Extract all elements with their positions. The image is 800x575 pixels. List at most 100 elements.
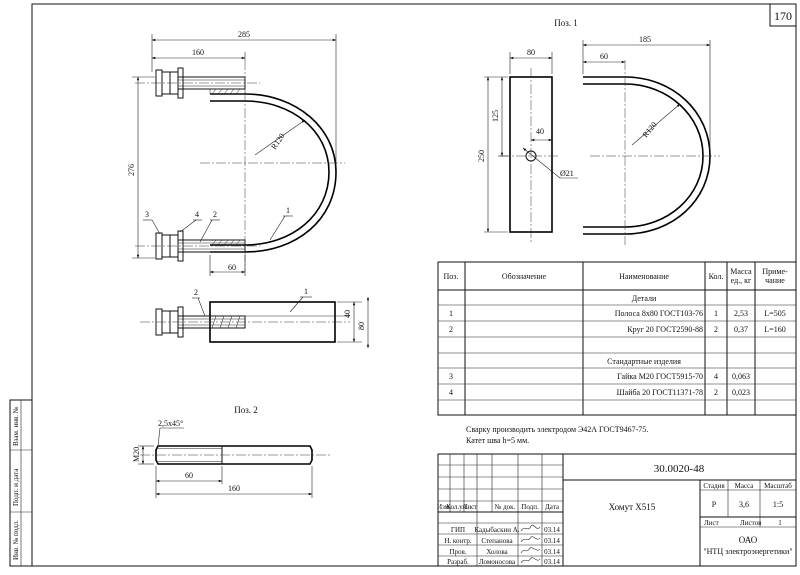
change-header: № док. xyxy=(495,503,516,511)
scale-label: Масштаб xyxy=(764,482,792,490)
change-header: Дата xyxy=(545,503,560,511)
pos1-dim-40: 40 xyxy=(536,127,544,136)
spec-header-designation: Обозначение xyxy=(502,272,547,281)
person: Степанова xyxy=(481,537,513,545)
assembly-plan-view: 40 80 2 1 xyxy=(140,287,370,349)
person: Ломоносова xyxy=(479,558,516,566)
table-row: 1 Полоса 8х80 ГОСТ103-76 1 2,53 L=505 xyxy=(449,309,786,318)
stage-value: Р xyxy=(712,500,717,509)
mass-value: 3,6 xyxy=(739,500,749,509)
mass-label: Масса xyxy=(735,482,755,490)
row-mass: 0,063 xyxy=(732,372,750,381)
row-pos: 1 xyxy=(449,309,453,318)
date: 03.14 xyxy=(544,558,560,566)
dim-80-plan: 80 xyxy=(357,322,366,330)
side-stamp-sign: Подп. и дата xyxy=(12,468,20,506)
row-name: Полоса 8х80 ГОСТ103-76 xyxy=(615,309,703,318)
row-qty: 2 xyxy=(714,388,718,397)
signature-mark xyxy=(520,536,541,543)
pos2-chamfer: 2,5х45° xyxy=(158,419,183,428)
assembly-front-view: 285 160 276 R120 60 3 4 2 1 xyxy=(127,30,345,276)
row-mass: 0,37 xyxy=(734,325,748,334)
role: ГИП xyxy=(451,526,465,534)
spec-header-name: Наименование xyxy=(619,272,669,281)
row-name: Шайба 20 ГОСТ11371-78 xyxy=(617,388,703,397)
signature-mark xyxy=(520,524,541,532)
side-stamp-inv: Инв. № подл. xyxy=(12,520,20,560)
sheet-label: Лист xyxy=(704,519,719,527)
person: Кадыбаскин А. xyxy=(474,526,519,534)
spec-section-standard: Стандартные изделия xyxy=(607,357,681,366)
change-header: Подп. xyxy=(521,503,539,511)
spec-table: Поз. Обозначение Наименование Кол. Масса… xyxy=(437,261,797,416)
dim-60-assembly: 60 xyxy=(228,263,236,272)
spec-header-pos: Поз. xyxy=(444,272,459,281)
spec-header-qty: Кол. xyxy=(709,272,724,281)
plan-callout-1: 1 xyxy=(304,287,308,296)
table-row: 3 Гайка М20 ГОСТ5915-70 4 0,063 xyxy=(449,372,750,381)
pos1-flat-view: 80 40 125 250 Ø21 xyxy=(477,48,578,242)
dim-40-plan: 40 xyxy=(343,310,352,318)
pos1-dim-60: 60 xyxy=(600,52,608,61)
table-row: 2 Круг 20 ГОСТ2590-88 2 0,37 L=160 xyxy=(449,325,786,334)
document-code: 30.0020-48 xyxy=(654,463,705,475)
role: Разраб. xyxy=(447,558,469,566)
row-mass: 0,023 xyxy=(732,388,750,397)
pos2-dim-60: 60 xyxy=(185,471,193,480)
dim-160: 160 xyxy=(192,48,204,57)
row-note: L=505 xyxy=(764,309,785,318)
document-name: Хомут Х515 xyxy=(609,502,656,512)
row-mass: 2,53 xyxy=(734,309,748,318)
table-row: 4 Шайба 20 ГОСТ11371-78 2 0,023 xyxy=(449,388,750,397)
side-stamp: Инв. № подл. Подп. и дата Взам. инв. № xyxy=(9,399,33,567)
pos2-thread: M20 xyxy=(132,447,141,462)
change-header: Кол.уч. xyxy=(446,503,468,511)
signature-mark xyxy=(520,547,541,554)
dim-276: 276 xyxy=(127,164,136,176)
signature-row: Разраб. Ломоносова 03.14 xyxy=(447,557,560,566)
role: Пров. xyxy=(449,548,466,556)
date: 03.14 xyxy=(544,548,560,556)
pos2-rod-view: 2,5х45° M20 60 160 xyxy=(132,419,330,498)
row-qty: 4 xyxy=(714,372,718,381)
row-note: L=160 xyxy=(764,325,785,334)
row-pos: 2 xyxy=(449,325,453,334)
callout-4: 4 xyxy=(195,210,199,219)
row-qty: 1 xyxy=(714,309,718,318)
change-header-row: Изм. Кол.уч. Лист № док. Подп. Дата xyxy=(437,503,560,511)
side-stamp-replace: Взам. инв. № xyxy=(12,406,20,446)
dim-285: 285 xyxy=(238,30,250,39)
signature-row: Пров. Холова 03.14 xyxy=(449,547,560,556)
sheet-number: 170 xyxy=(774,9,792,23)
pos1-dim-185: 185 xyxy=(639,35,651,44)
org-line-1: ОАО xyxy=(739,535,758,545)
pos1-bent-view: 185 60 R120 xyxy=(582,35,720,245)
plan-callout-2: 2 xyxy=(194,288,198,297)
spec-header-note: Приме-чание xyxy=(762,267,788,285)
row-name: Гайка М20 ГОСТ5915-70 xyxy=(617,372,703,381)
change-header: Изм. xyxy=(437,503,451,511)
note-weld-leg: Катет шва h=5 мм. xyxy=(466,436,529,445)
person: Холова xyxy=(486,548,508,556)
sheet-frame xyxy=(31,3,797,567)
signature-mark xyxy=(520,557,541,564)
pos2-title: Поз. 2 xyxy=(234,405,258,415)
pos1-dim-250: 250 xyxy=(477,150,486,162)
change-header: Лист xyxy=(463,503,478,511)
sheet-number-box: 170 xyxy=(769,3,797,27)
date: 03.14 xyxy=(544,526,560,534)
signature-row: Н. контр. Степанова 03.14 xyxy=(444,536,560,545)
pos1-dim-r120: R120 xyxy=(641,120,659,139)
pos1-dim-80: 80 xyxy=(527,48,535,57)
date: 03.14 xyxy=(544,537,560,545)
callout-3: 3 xyxy=(145,210,149,219)
row-name: Круг 20 ГОСТ2590-88 xyxy=(627,325,703,334)
role: Н. контр. xyxy=(444,537,471,545)
sheets-label: Листов xyxy=(740,519,762,527)
pos2-dim-160: 160 xyxy=(228,484,240,493)
pos1-title: Поз. 1 xyxy=(554,18,578,28)
sheets-value: 1 xyxy=(778,519,782,527)
